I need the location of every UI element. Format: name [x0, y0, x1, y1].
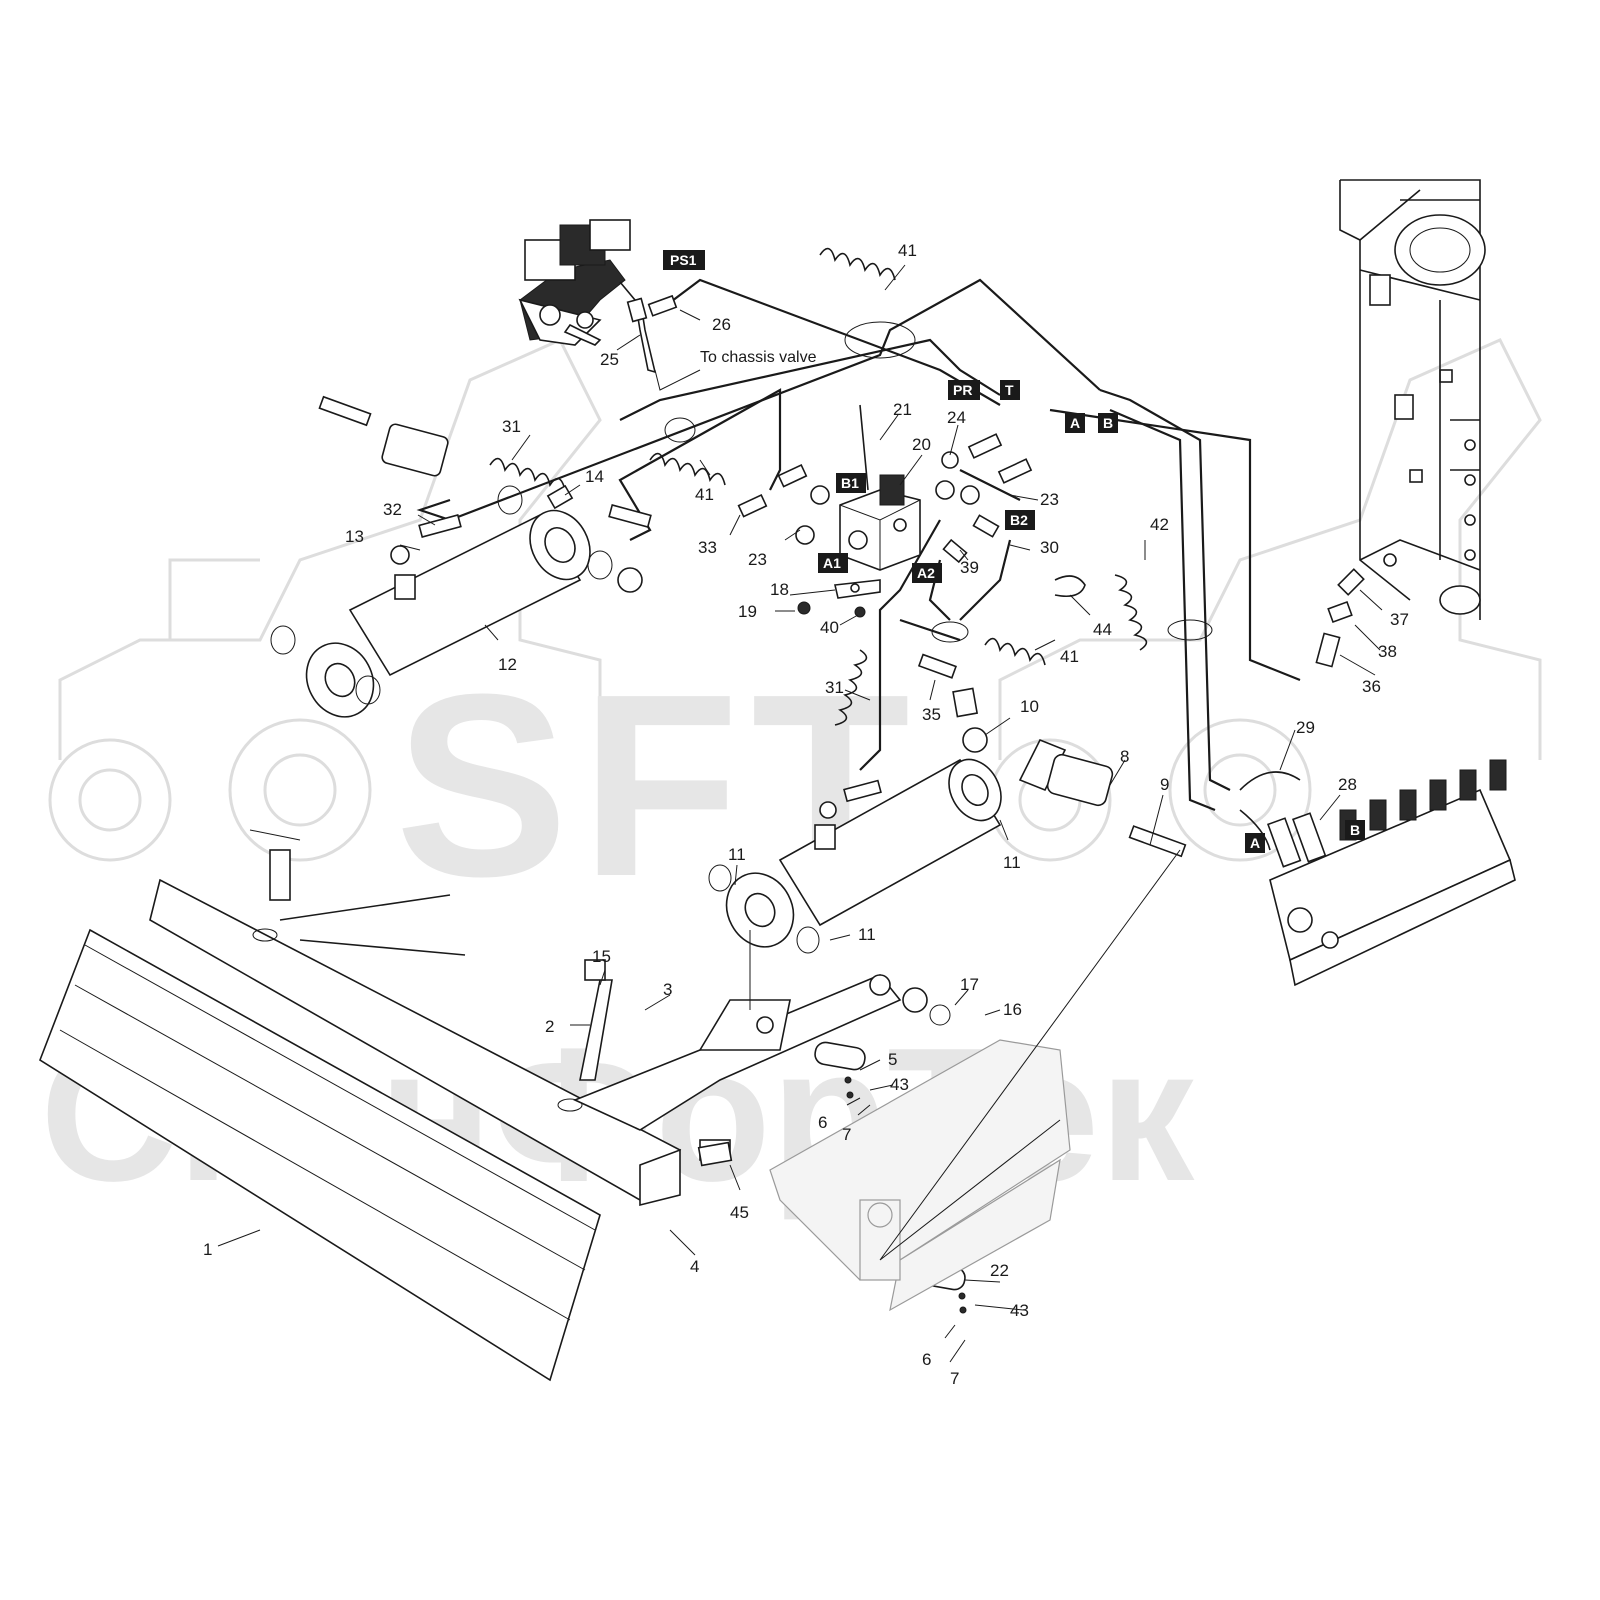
- callout-35: 35: [922, 705, 941, 724]
- callout-31-upper: 31: [502, 417, 521, 436]
- svg-text:A: A: [1070, 415, 1080, 431]
- callout-41-top: 41: [898, 241, 917, 260]
- callout-7-bottom: 7: [950, 1369, 959, 1388]
- callout-28: 28: [1338, 775, 1357, 794]
- hose-routing: [416, 278, 1301, 812]
- dozer-blade: [39, 829, 682, 1382]
- fittings: [390, 294, 1365, 819]
- port-t: T: [1000, 380, 1020, 400]
- callout-23-left: 23: [748, 550, 767, 569]
- callout-11-right: 11: [1003, 853, 1021, 872]
- callout-43-top: 43: [890, 1075, 909, 1094]
- callout-3: 3: [663, 980, 672, 999]
- callout-32: 32: [383, 500, 402, 519]
- callout-40: 40: [820, 618, 839, 637]
- callout-38: 38: [1378, 642, 1397, 661]
- callout-36: 36: [1362, 677, 1381, 696]
- callout-25: 25: [600, 350, 619, 369]
- callout-15: 15: [592, 947, 611, 966]
- callout-21: 21: [893, 400, 912, 419]
- callout-42: 42: [1150, 515, 1169, 534]
- port-pr: PR: [948, 380, 980, 400]
- chassis-valve: [518, 219, 657, 374]
- leader-lines: [217, 264, 1383, 1363]
- callout-6-top: 6: [818, 1113, 827, 1132]
- svg-text:A: A: [1250, 835, 1260, 851]
- svg-text:A1: A1: [823, 555, 841, 571]
- svg-text:B: B: [1350, 822, 1360, 838]
- callout-45: 45: [730, 1203, 749, 1222]
- port-b-top: B: [1098, 413, 1118, 433]
- cylinder-upper: [270, 395, 643, 718]
- port-a2: A2: [912, 563, 942, 583]
- callout-19: 19: [738, 602, 757, 621]
- manifold-block: [797, 404, 921, 618]
- callout-16: 16: [1003, 1000, 1022, 1019]
- svg-text:T: T: [1005, 382, 1014, 398]
- callout-37: 37: [1390, 610, 1409, 629]
- callouts: 41 26 25 21 31 24 20 14 41 23 32 13 33 2…: [203, 241, 1409, 1388]
- callout-23-right: 23: [1040, 490, 1059, 509]
- chassis-valve-note: To chassis valve: [700, 349, 817, 366]
- callout-10: 10: [1020, 697, 1039, 716]
- svg-text:B: B: [1103, 415, 1113, 431]
- spiral-guards: [489, 247, 1148, 726]
- callout-20: 20: [912, 435, 931, 454]
- callout-22: 22: [990, 1261, 1009, 1280]
- callout-44: 44: [1093, 620, 1112, 639]
- callout-13: 13: [345, 527, 364, 546]
- port-ps1: PS1: [663, 250, 705, 270]
- callout-17: 17: [960, 975, 979, 994]
- callout-14: 14: [585, 467, 604, 486]
- callout-4: 4: [690, 1257, 699, 1276]
- cylinder-middle: [708, 738, 1187, 954]
- callout-11-top: 11: [728, 845, 746, 864]
- port-b-bottom: B: [1345, 820, 1365, 840]
- callout-12: 12: [498, 655, 517, 674]
- svg-text:PR: PR: [953, 382, 972, 398]
- callout-41-mid: 41: [695, 485, 714, 504]
- callout-26: 26: [712, 315, 731, 334]
- port-labels: PS1 PR T A B B1 B2 A1: [663, 250, 1365, 853]
- port-a-top: A: [1065, 413, 1085, 433]
- callout-31-lower: 31: [825, 678, 844, 697]
- callout-30: 30: [1040, 538, 1059, 557]
- callout-33: 33: [698, 538, 717, 557]
- callout-41-low: 41: [1060, 647, 1079, 666]
- svg-text:PS1: PS1: [670, 252, 697, 268]
- callout-7-top: 7: [842, 1125, 851, 1144]
- svg-text:A2: A2: [917, 565, 935, 581]
- port-b1: B1: [836, 473, 866, 493]
- svg-text:B2: B2: [1010, 512, 1028, 528]
- callout-43-bottom: 43: [1010, 1301, 1029, 1320]
- port-b2: B2: [1005, 510, 1035, 530]
- callout-29: 29: [1296, 718, 1315, 737]
- tractor-frame: [1339, 179, 1486, 620]
- callout-11-bottom: 11: [858, 925, 876, 944]
- chassis-frame-ghost: [769, 849, 1181, 1312]
- callout-18: 18: [770, 580, 789, 599]
- callout-6-bottom: 6: [922, 1350, 931, 1369]
- port-a1: A1: [818, 553, 848, 573]
- callout-5: 5: [888, 1050, 897, 1069]
- port-a-bottom: A: [1245, 833, 1265, 853]
- control-valve-bank: [1239, 759, 1516, 987]
- watermark-tractor-left: [48, 338, 602, 862]
- callout-39: 39: [960, 558, 979, 577]
- callout-9: 9: [1160, 775, 1169, 794]
- callout-1: 1: [203, 1240, 212, 1259]
- callout-8: 8: [1120, 747, 1129, 766]
- push-frame: [572, 930, 902, 1161]
- callout-2: 2: [545, 1017, 554, 1036]
- callout-24: 24: [947, 408, 966, 427]
- svg-text:B1: B1: [841, 475, 859, 491]
